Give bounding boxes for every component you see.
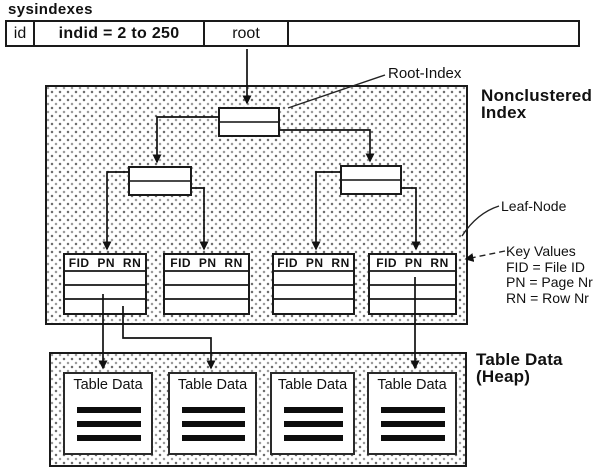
table-data-box-3: Table Data xyxy=(270,372,355,455)
table-data-box-label: Table Data xyxy=(73,377,143,393)
leaf-node-header: FID PN RN xyxy=(165,255,248,272)
leaf-row xyxy=(274,286,353,300)
data-rows xyxy=(182,407,245,441)
key-values-legend: Key Values FID = File ID PN = Page Nr RN… xyxy=(506,243,593,306)
data-row-bar xyxy=(182,435,245,441)
leaf-node-label: Leaf-Node xyxy=(501,198,567,214)
leaf-node-2: FID PN RN xyxy=(163,253,250,315)
leaf-node-4: FID PN RN xyxy=(368,253,457,315)
intermediate-node-left xyxy=(128,166,192,196)
data-row-bar xyxy=(182,421,245,427)
table-data-box-label: Table Data xyxy=(377,377,447,393)
leaf-row xyxy=(165,300,248,312)
data-rows xyxy=(381,407,445,441)
root-index-node xyxy=(218,107,280,137)
table-data-heap-label: Table Data (Heap) xyxy=(476,351,563,385)
nonclustered-index-label-line1: Nonclustered xyxy=(481,86,593,105)
key-values-pointer-arrow xyxy=(464,250,506,262)
table-data-box-label: Table Data xyxy=(177,377,248,393)
leaf-row xyxy=(274,300,353,312)
leaf-row xyxy=(65,272,145,286)
sysindexes-cell-empty xyxy=(289,22,578,45)
nonclustered-index-label: Nonclustered Index xyxy=(481,87,592,121)
node-divider xyxy=(130,180,190,182)
nonclustered-index-label-line2: Index xyxy=(481,103,527,122)
leaf-node-1: FID PN RN xyxy=(63,253,147,315)
leaf-node-header: FID PN RN xyxy=(274,255,353,272)
data-row-bar xyxy=(284,421,343,427)
data-row-bar xyxy=(77,421,141,427)
leaf-row xyxy=(165,272,248,286)
key-values-rn: RN = Row Nr xyxy=(506,289,589,306)
data-row-bar xyxy=(381,407,445,413)
table-data-box-4: Table Data xyxy=(367,372,457,455)
leaf-row xyxy=(370,300,455,312)
leaf-row xyxy=(370,272,455,286)
sysindexes-cell-root: root xyxy=(205,22,289,45)
sysindexes-cell-indid: indid = 2 to 250 xyxy=(35,22,205,45)
data-row-bar xyxy=(77,435,141,441)
root-index-label: Root-Index xyxy=(388,65,462,82)
leaf-row xyxy=(274,272,353,286)
sysindexes-cell-id: id xyxy=(7,22,35,45)
leaf-node-header: FID PN RN xyxy=(65,255,145,272)
data-row-bar xyxy=(284,407,343,413)
table-data-heap-label-line2: (Heap) xyxy=(476,367,531,386)
table-data-box-label: Table Data xyxy=(277,377,348,393)
table-data-box-2: Table Data xyxy=(168,372,257,455)
data-row-bar xyxy=(77,407,141,413)
sysindexes-title: sysindexes xyxy=(8,1,93,18)
key-values-pn: PN = Page Nr xyxy=(506,274,593,290)
leaf-row xyxy=(370,286,455,300)
key-values-title: Key Values xyxy=(506,243,576,259)
leaf-row xyxy=(65,300,145,312)
table-data-heap-label-line1: Table Data xyxy=(476,350,563,369)
key-values-fid: FID = File ID xyxy=(506,258,585,275)
sysindexes-table: id indid = 2 to 250 root xyxy=(5,20,580,47)
leaf-row xyxy=(165,286,248,300)
data-row-bar xyxy=(381,421,445,427)
leaf-node-header: FID PN RN xyxy=(370,255,455,272)
node-divider xyxy=(220,121,278,123)
data-row-bar xyxy=(182,407,245,413)
data-row-bar xyxy=(381,435,445,441)
node-divider xyxy=(342,179,400,181)
leaf-node-3: FID PN RN xyxy=(272,253,355,315)
data-rows xyxy=(284,407,343,441)
leaf-row xyxy=(65,286,145,300)
data-rows xyxy=(77,407,141,441)
intermediate-node-right xyxy=(340,165,402,195)
table-data-box-1: Table Data xyxy=(63,372,153,455)
data-row-bar xyxy=(284,435,343,441)
